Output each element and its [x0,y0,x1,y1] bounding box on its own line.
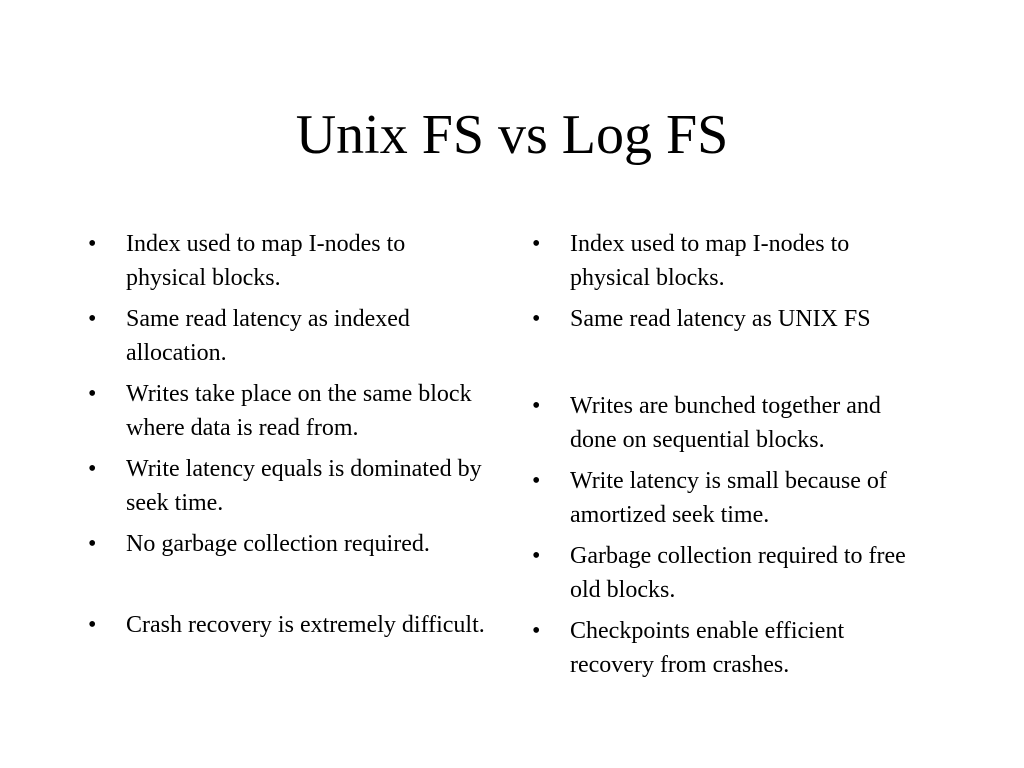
list-item: • Index used to map I-nodes to physical … [532,227,932,295]
list-item: • Crash recovery is extremely difficult. [88,608,488,642]
right-column-list: • Index used to map I-nodes to physical … [532,227,932,689]
spacer [88,568,488,608]
list-item-text: Garbage collection required to free old … [570,543,906,603]
list-item-text: No garbage collection required. [126,531,430,557]
list-item: • Garbage collection required to free ol… [532,539,932,607]
slide-title: Unix FS vs Log FS [295,104,729,166]
bullet-icon: • [88,456,97,482]
bullet-icon: • [532,543,541,569]
bullet-icon: • [88,531,97,557]
bullet-icon: • [532,306,541,332]
bullet-icon: • [88,381,97,407]
list-item-text: Same read latency as UNIX FS [570,306,871,332]
list-item: • Same read latency as UNIX FS [532,302,932,336]
list-item-text: Writes are bunched together and done on … [570,393,881,453]
list-item-text: Writes take place on the same block wher… [126,381,472,441]
list-item: • No garbage collection required. [88,527,488,561]
list-item-text: Index used to map I-nodes to physical bl… [570,231,850,291]
bullet-icon: • [532,231,541,257]
list-item: • Index used to map I-nodes to physical … [88,227,488,295]
spacer [532,343,932,389]
bullet-icon: • [532,393,541,419]
list-item: • Writes take place on the same block wh… [88,377,488,445]
bullet-icon: • [532,468,541,494]
list-item: • Write latency is small because of amor… [532,464,932,532]
bullet-icon: • [88,231,97,257]
list-item-text: Checkpoints enable efficient recovery fr… [570,618,845,678]
list-item-text: Index used to map I-nodes to physical bl… [126,231,406,291]
list-item-text: Crash recovery is extremely difficult. [126,612,485,638]
list-item: • Same read latency as indexed allocatio… [88,302,488,370]
list-item: • Write latency equals is dominated by s… [88,452,488,520]
bullet-icon: • [88,612,97,638]
left-column-list: • Index used to map I-nodes to physical … [88,227,488,649]
list-item-text: Write latency is small because of amorti… [570,468,887,528]
bullet-icon: • [532,618,541,644]
list-item: • Checkpoints enable efficient recovery … [532,614,932,682]
bullet-icon: • [88,306,97,332]
list-item-text: Same read latency as indexed allocation. [126,306,410,366]
list-item-text: Write latency equals is dominated by see… [126,456,482,516]
list-item: • Writes are bunched together and done o… [532,389,932,457]
